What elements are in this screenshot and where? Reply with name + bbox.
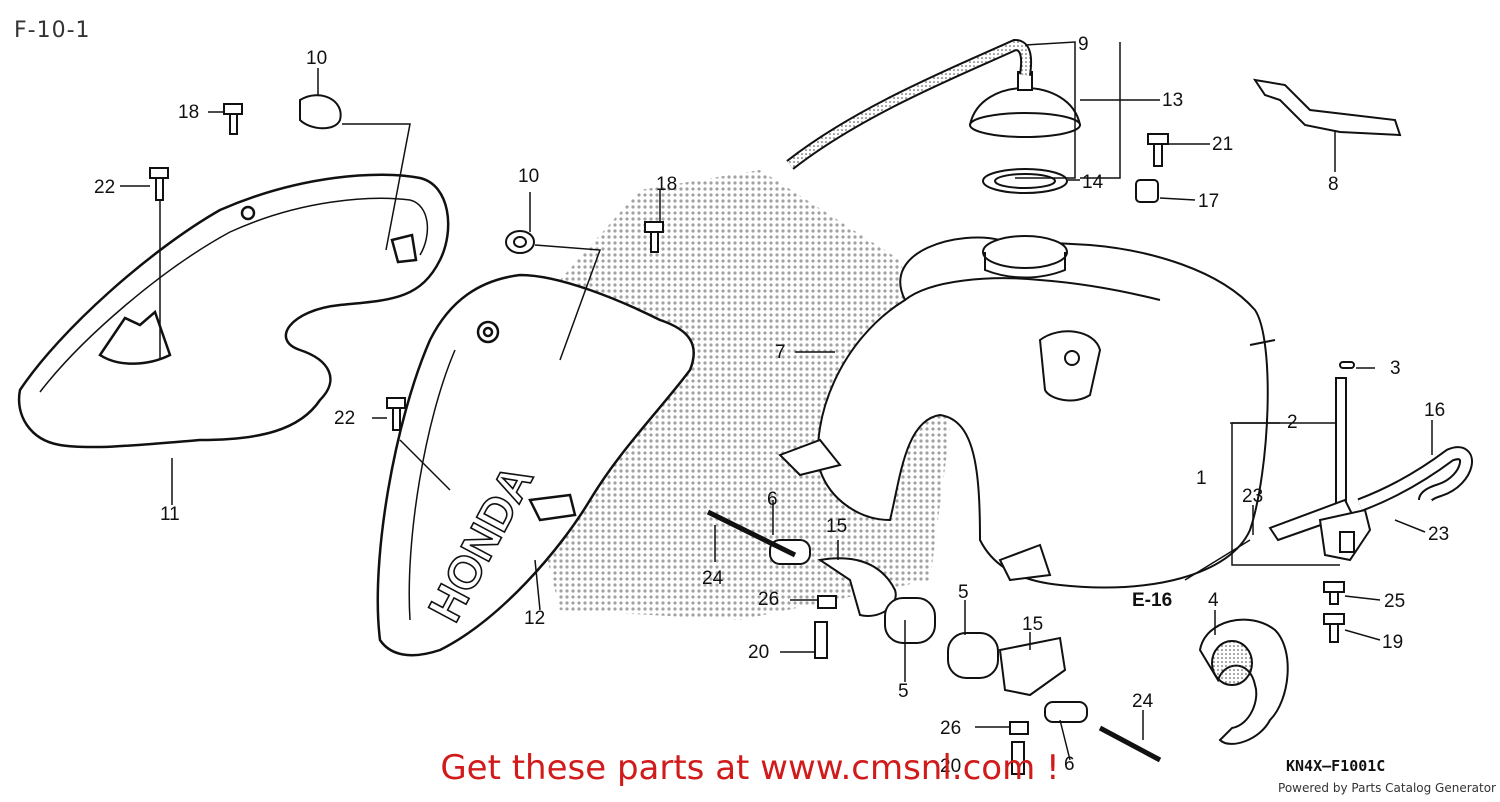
callout-label: 9 [1078,34,1089,55]
callout-label: 24 [1132,691,1154,712]
callout-label: 21 [1212,134,1233,155]
callout-label: 13 [1162,90,1183,111]
promo-link[interactable]: Get these parts at www.cmsnl.com ! [440,748,1060,788]
callout-label: 20 [940,756,961,777]
callout-label: 16 [1424,400,1445,421]
callout-label: 17 [1198,191,1219,212]
callouts: 9 13 14 21 17 8 10 18 22 11 10 18 7 22 1… [94,34,1449,777]
callout-label: 10 [306,48,327,69]
callout-label: 3 [1390,358,1401,379]
callout-label: 6 [767,489,778,510]
callout-label: 7 [775,342,786,363]
callout-label: 2 [1287,412,1298,433]
callout-label: 19 [1382,632,1403,653]
fuel-strap [1198,618,1289,745]
callout-label: 22 [334,408,355,429]
callout-label: 5 [898,681,909,702]
shroud-right: HONDA [376,273,695,657]
callout-label: 23 [1428,524,1449,545]
section-reference[interactable]: E-16 [1132,590,1172,611]
callout-label: 5 [958,582,969,603]
callout-label: 23 [1242,486,1263,507]
diagram-title: F-10-1 [14,18,91,43]
callout-label: 12 [524,608,545,629]
callout-label: 26 [940,718,961,739]
callout-label: 18 [656,174,677,195]
fuel-tank [778,235,1276,589]
fuel-valve [1268,377,1372,562]
callout-label: 10 [518,166,539,187]
leader-lines [120,41,1433,761]
callout-label: 18 [178,102,199,123]
powered-by-label: Powered by Parts Catalog Generator [1278,781,1496,795]
callout-label: 6 [1064,754,1075,775]
callout-label: 26 [758,589,779,610]
watermark [520,170,950,620]
diagram-code: KN4X—F1001C [1286,757,1386,775]
shroud-left [17,173,450,449]
callout-label: 4 [1208,590,1219,611]
callout-label: 11 [160,504,180,525]
fuel-cap [968,71,1082,194]
callout-label: 8 [1328,174,1339,195]
bracket-8 [1252,78,1402,137]
callout-label: 15 [826,516,847,537]
callout-label: 24 [702,568,724,589]
fasteners [149,94,1355,643]
callout-label: 14 [1082,172,1104,193]
rubber-mounts [706,509,1162,775]
callout-label: 25 [1384,591,1405,612]
callout-label: 1 [1196,468,1207,489]
callout-label: 15 [1022,614,1043,635]
callout-label: 22 [94,177,115,198]
callout-label: 20 [748,642,769,663]
